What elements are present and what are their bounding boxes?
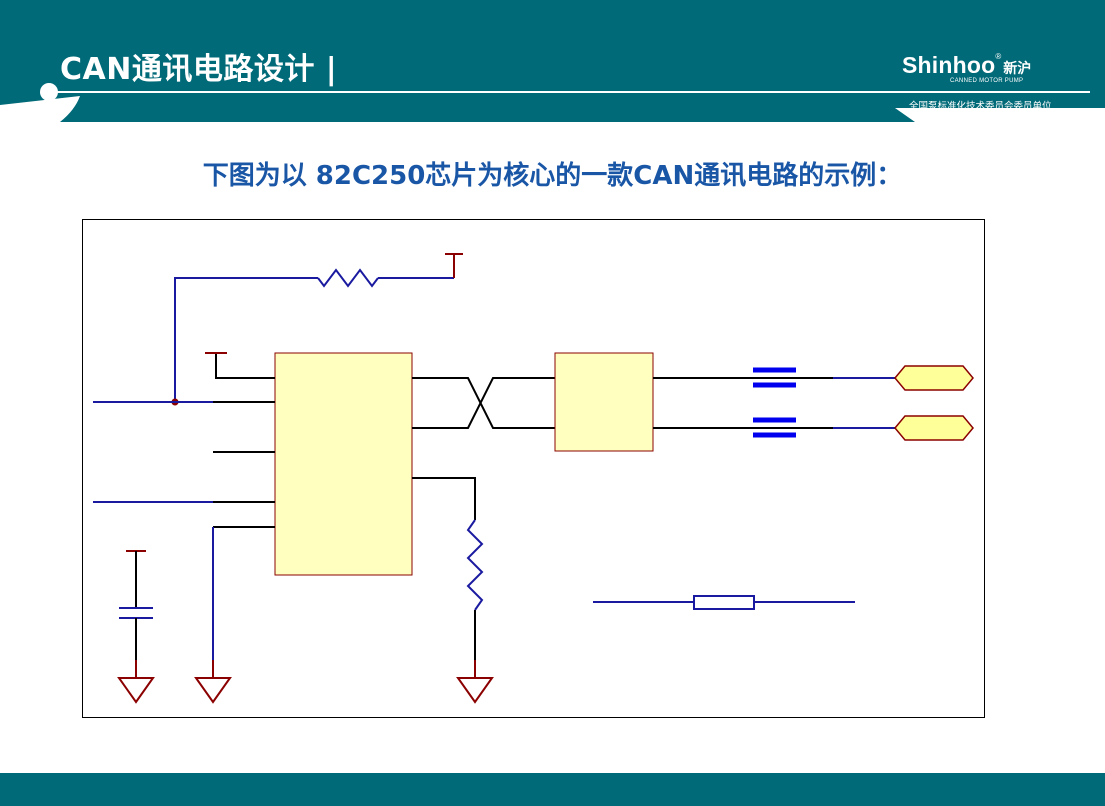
schematic-drawing: [93, 253, 974, 704]
can-circuit-schematic: [82, 219, 985, 718]
logo-registered: ®: [995, 52, 1002, 61]
header-wave: [0, 96, 80, 126]
chip-right-wiring: [412, 377, 555, 704]
pullup-resistor: [174, 253, 463, 402]
ferrite-chokes: [753, 367, 796, 438]
header-bullet: [40, 83, 58, 101]
can-low-port: [894, 415, 974, 441]
chip-left-pins: [93, 352, 275, 704]
logo-chinese: 新沪: [1003, 60, 1032, 76]
can-transceiver-chip: [274, 352, 413, 576]
company-logo: Shinhoo®新沪 CANNED MOTOR PUMP: [902, 52, 1032, 84]
decoupling-capacitor: [117, 550, 155, 704]
footer-band: [0, 773, 1105, 806]
logo-subtitle: CANNED MOTOR PUMP: [950, 78, 1024, 84]
can-bus-output-lines: [653, 377, 895, 429]
termination-resistor: [593, 595, 855, 610]
header-decoration: [0, 83, 1105, 126]
committee-tagline: 全国泵标准化技术委员会委员单位: [909, 101, 1052, 112]
header-band: [0, 0, 1105, 122]
logo-wordmark: Shinhoo: [902, 52, 996, 78]
can-high-port: [894, 365, 974, 391]
header-tab: [895, 108, 1105, 122]
section-heading: 下图为以 82C250芯片为核心的一款CAN通讯电路的示例：: [202, 161, 903, 191]
isolation-block: [554, 352, 654, 452]
page-title: CAN通讯电路设计 |: [60, 52, 338, 87]
